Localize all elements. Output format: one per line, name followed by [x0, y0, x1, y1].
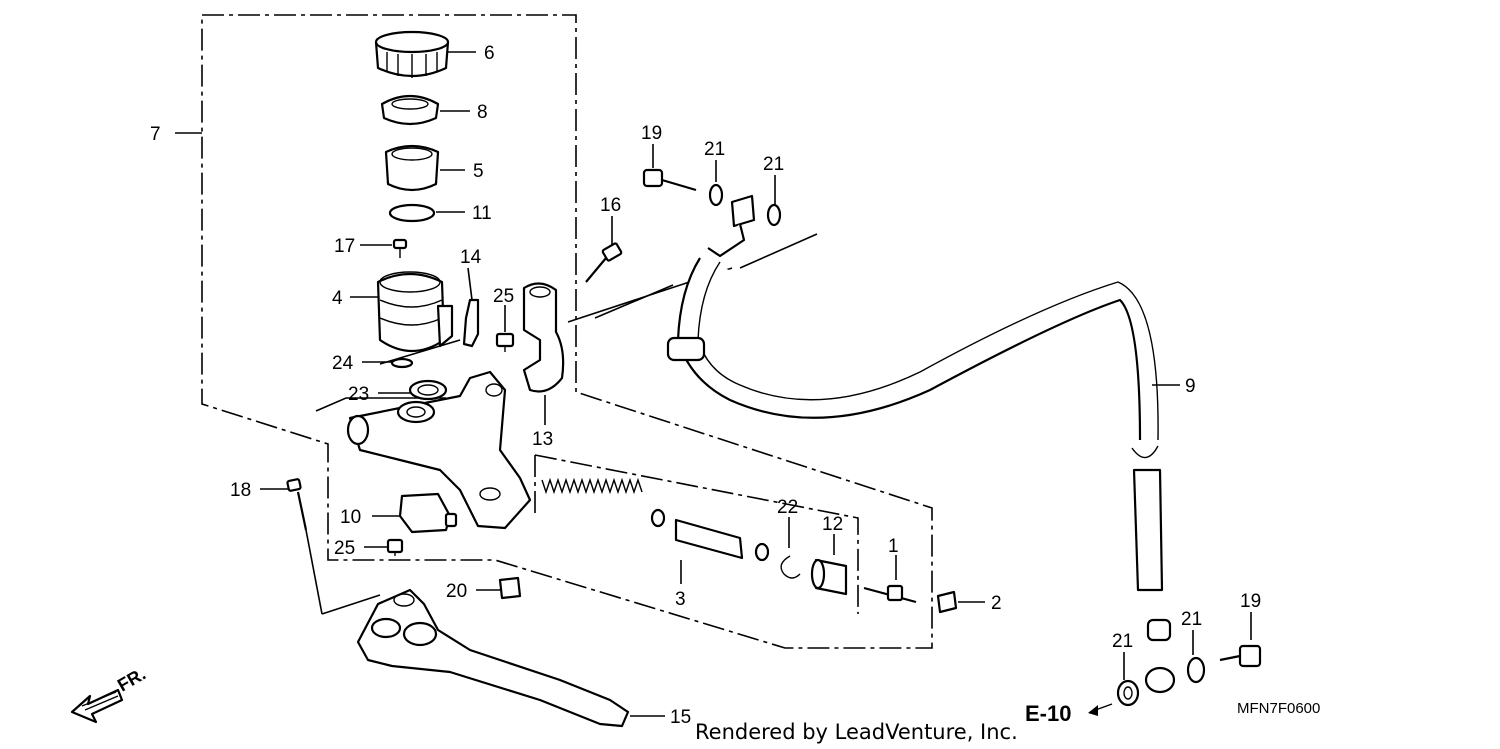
o-ring-11 — [388, 203, 436, 223]
circlip-22 — [780, 555, 801, 579]
callout-23: 23 — [348, 384, 369, 405]
screw-17 — [392, 238, 408, 258]
callout-5: 5 — [473, 161, 484, 182]
holder-13 — [522, 282, 565, 393]
callout-16: 16 — [600, 195, 621, 216]
reference-label: E-10 — [1025, 701, 1071, 726]
callout-3: 3 — [675, 589, 686, 610]
washer-24 — [390, 357, 414, 369]
callout-18: 18 — [230, 480, 251, 501]
callout-22: 22 — [777, 497, 798, 518]
reservoir-stay — [462, 298, 480, 348]
callout-21-upper-left: 21 — [704, 139, 725, 160]
callout-25-lower: 25 — [334, 538, 355, 559]
bolt-25-upper — [495, 332, 515, 352]
callout-25-upper: 25 — [493, 286, 514, 307]
callout-21-upper-right: 21 — [763, 154, 784, 175]
callout-4: 4 — [332, 288, 343, 309]
piston-spring — [541, 477, 770, 562]
reservoir-tank — [376, 271, 454, 352]
callout-7: 7 — [150, 124, 161, 145]
clutch-lever — [356, 588, 630, 728]
callout-13: 13 — [532, 429, 553, 450]
push-rod-1 — [863, 584, 917, 604]
callout-2: 2 — [991, 593, 1002, 614]
front-direction-arrow: FR. — [70, 664, 149, 724]
washer-23 — [408, 379, 448, 401]
callout-21-lower-left: 21 — [1112, 631, 1133, 652]
callout-20: 20 — [446, 581, 467, 602]
washer-21-lower-right — [1186, 656, 1206, 684]
callout-14: 14 — [460, 247, 482, 268]
callout-8: 8 — [477, 102, 488, 123]
callout-21-lower-right: 21 — [1181, 609, 1202, 630]
diagram-code: MFN7F0600 — [1237, 700, 1320, 717]
pivot-bolt-18 — [286, 478, 308, 531]
reservoir-cap — [374, 30, 450, 78]
callout-10: 10 — [340, 507, 361, 528]
reference-arrow: E-10 — [1025, 701, 1113, 726]
cap-plate — [380, 94, 440, 126]
callout-1: 1 — [888, 536, 899, 557]
nut-20 — [498, 576, 522, 600]
callout-24: 24 — [332, 353, 354, 374]
callout-19-lower: 19 — [1240, 591, 1261, 612]
callout-9: 9 — [1185, 376, 1196, 397]
callout-12: 12 — [822, 514, 843, 535]
callout-11: 11 — [472, 203, 492, 224]
boot-12 — [810, 558, 848, 596]
callout-6: 6 — [484, 43, 495, 64]
diaphragm — [384, 144, 440, 192]
bolt-19-lower — [1219, 644, 1262, 668]
banjo-upper — [707, 194, 756, 258]
credit-text: Rendered by LeadVenture, Inc. — [695, 720, 1018, 744]
master-cylinder-body — [346, 370, 532, 530]
callout-17: 17 — [334, 236, 355, 257]
bolt-19-upper — [642, 168, 697, 192]
callout-15: 15 — [670, 707, 691, 728]
washer-21-lower-left — [1116, 679, 1140, 707]
callout-19-upper: 19 — [641, 123, 662, 144]
clutch-hose-9 — [666, 257, 1176, 694]
bolt-16 — [585, 242, 623, 283]
leader-lines — [175, 51, 1252, 717]
washer-21-upper-right — [766, 203, 782, 227]
callout-labels: 1 2 3 4 5 6 7 8 9 10 11 12 13 14 15 16 1… — [150, 43, 1261, 728]
washer-21-upper-left — [708, 183, 724, 207]
cap-2 — [936, 590, 958, 614]
switch-10 — [398, 492, 458, 534]
assembly-boundary — [201, 14, 933, 649]
screw-25-lower — [386, 538, 404, 556]
